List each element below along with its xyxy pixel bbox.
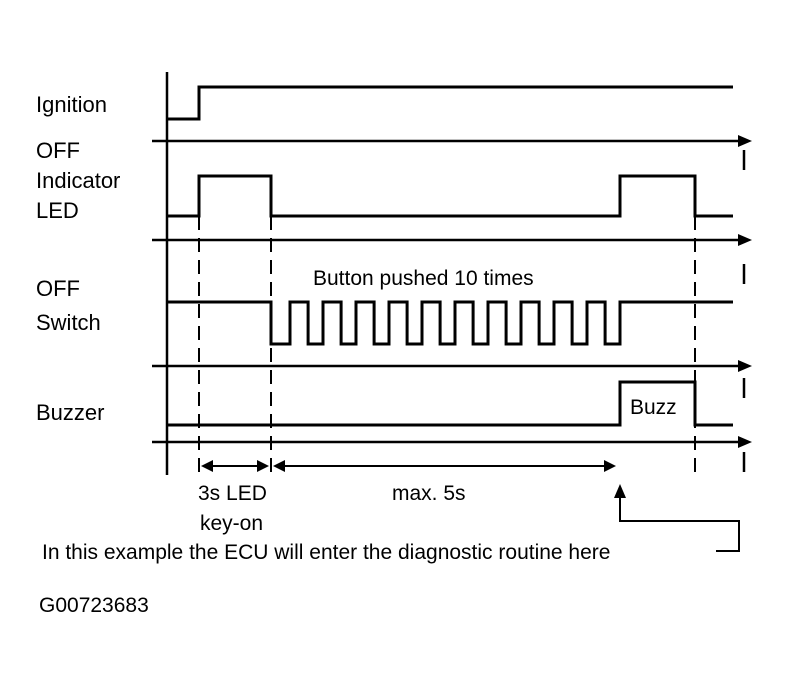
off-indicator-label-line2: Indicator (36, 168, 120, 193)
led-interval-arrow-right (257, 460, 269, 472)
off-switch-label-line2: Switch (36, 310, 101, 335)
buzz-annotation: Buzz (630, 396, 677, 419)
buzzer-waveform (167, 380, 733, 427)
max-interval-label: max. 5s (392, 482, 466, 505)
max-interval-arrow-left (273, 460, 285, 472)
ignition-waveform (167, 85, 733, 121)
buzzer-axis-arrow (738, 436, 752, 448)
off-switch-label-line1: OFF (36, 276, 80, 301)
led-waveform (167, 174, 733, 218)
diagnostic-note: In this example the ECU will enter the d… (42, 541, 610, 564)
led-axis-arrow (738, 234, 752, 246)
switch-axis-arrow (738, 360, 752, 372)
buzzer-label: Buzzer (36, 400, 104, 425)
ignition-label: Ignition (36, 92, 107, 117)
switch-waveform (167, 300, 733, 346)
off-indicator-label-line3: LED (36, 198, 79, 223)
diagnostic-entry-arrowhead (614, 484, 626, 498)
ignition-axis-arrow (738, 135, 752, 147)
led-interval-arrow-left (201, 460, 213, 472)
figure-id: G00723683 (39, 594, 149, 617)
diagnostic-entry-pointer (619, 496, 740, 552)
led-interval-label-line2: key-on (200, 512, 263, 535)
button-pushed-annotation: Button pushed 10 times (313, 267, 534, 290)
off-indicator-label-line1: OFF (36, 138, 80, 163)
max-interval-arrow-right (604, 460, 616, 472)
led-interval-label-line1: 3s LED (198, 482, 267, 505)
